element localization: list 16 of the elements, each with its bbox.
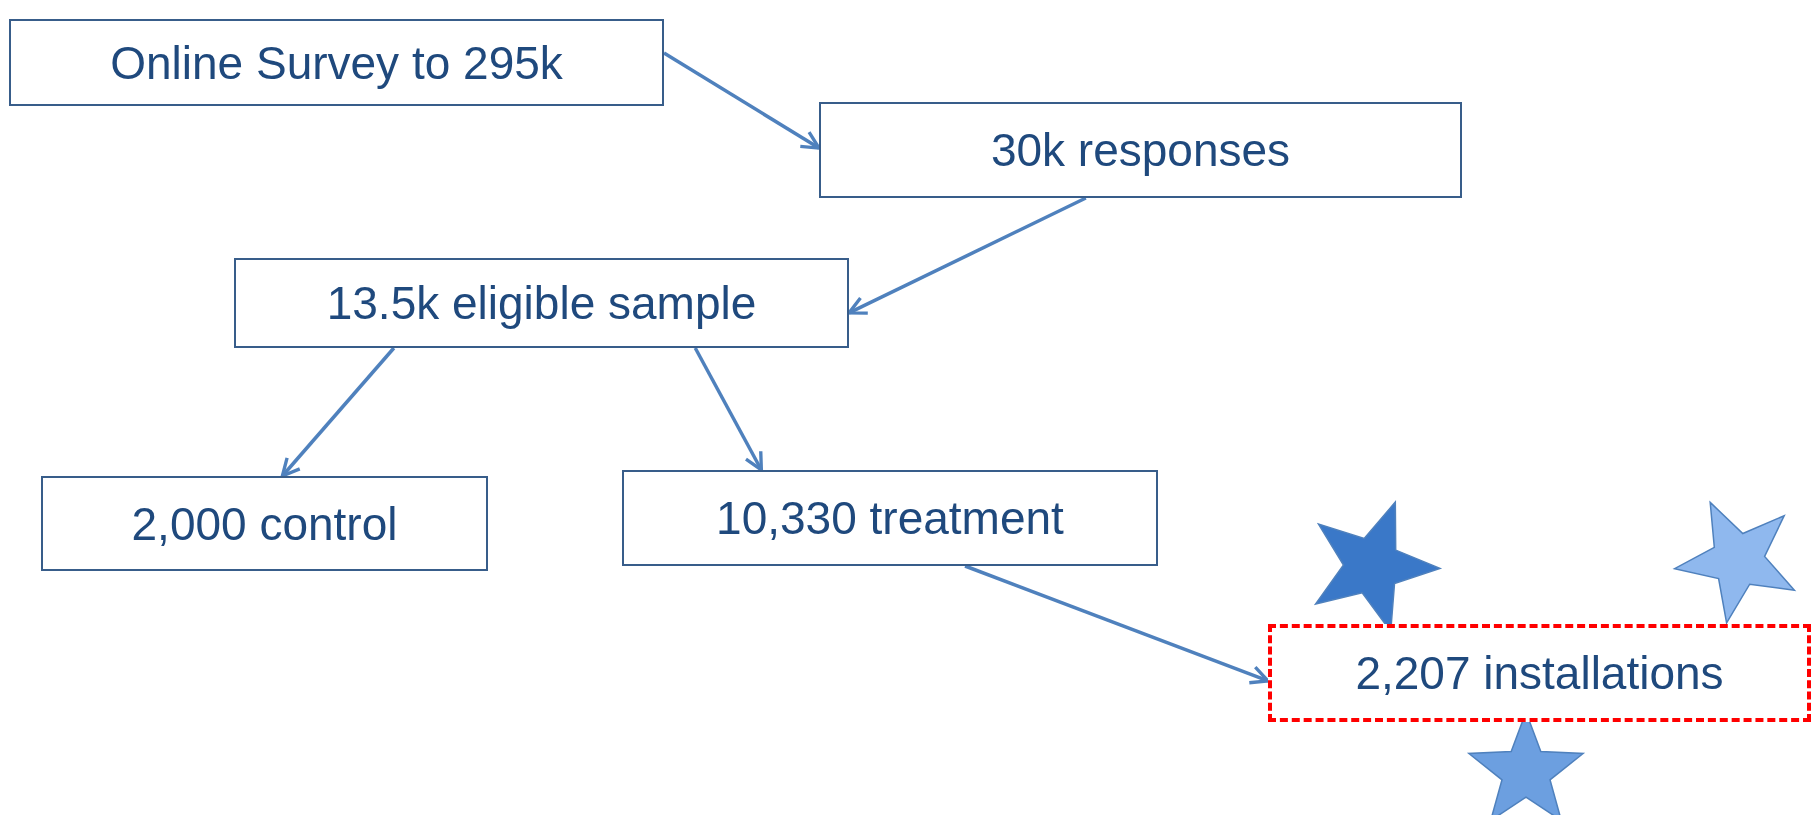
box-label: 30k responses <box>990 123 1291 177</box>
process-box <box>234 258 849 348</box>
box-label: 13.5k eligible sample <box>326 276 757 330</box>
box-label: 2,207 installations <box>1355 646 1724 700</box>
box-label: 2,000 control <box>131 496 398 551</box>
process-box <box>622 470 1158 566</box>
box-label: 10,330 treatment <box>716 491 1064 545</box>
arrow <box>693 347 764 472</box>
process-box <box>819 102 1462 198</box>
process-box <box>9 19 664 106</box>
highlighted-box <box>1268 624 1811 722</box>
arrow <box>663 51 821 150</box>
arrow <box>280 346 396 478</box>
process-box <box>41 476 488 571</box>
arrow <box>964 564 1270 685</box>
box-label: Online Survey to 295k <box>110 35 563 90</box>
